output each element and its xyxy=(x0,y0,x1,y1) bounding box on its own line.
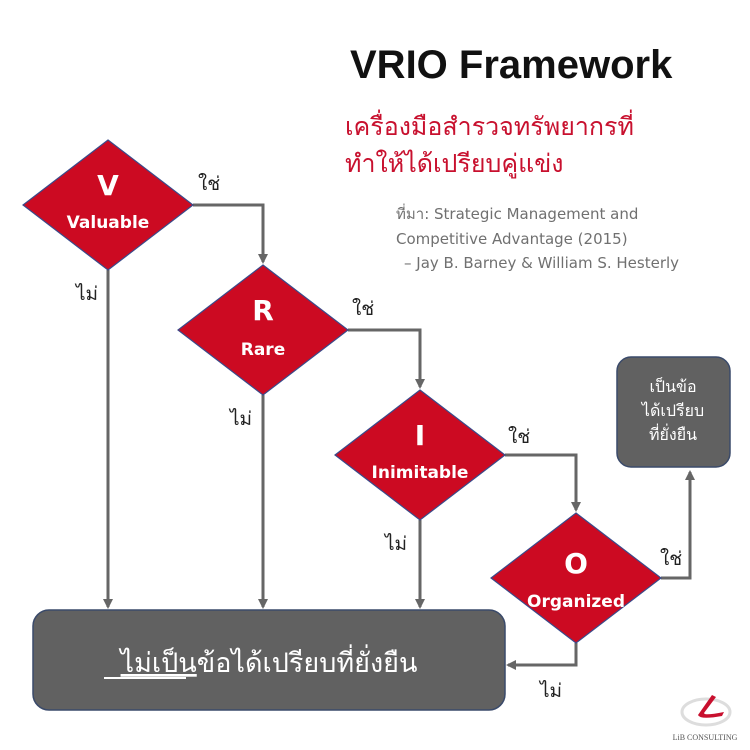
result-sustainable-advantage: เป็นข้อ ได้เปรียบ ที่ยั่งยืน xyxy=(616,356,731,468)
diamond-rare: R Rare xyxy=(177,264,349,396)
source-line-2: Competitive Advantage (2015) xyxy=(396,230,628,248)
diamond-label: Organized xyxy=(527,592,625,612)
yes-label: ใช่ xyxy=(198,173,220,195)
diamond-label: Valuable xyxy=(67,213,150,233)
diamond-organized: O Organized xyxy=(490,512,662,644)
result-no-sustainable-advantage: ไม่เป็นข้อได้เปรียบที่ยั่งยืน xyxy=(32,609,506,711)
underlined-text: ไม่เป็น xyxy=(119,645,197,679)
source-line-3: – Jay B. Barney & William S. Hesterly xyxy=(404,254,679,272)
subtitle-line-1: เครื่องมือสำรวจทรัพยากรที่ xyxy=(345,109,634,141)
svg-text:ได้เปรียบ: ได้เปรียบ xyxy=(640,401,704,420)
diamond-letter: I xyxy=(415,419,425,452)
result-text: ข้อได้เปรียบที่ยั่งยืน xyxy=(197,644,418,679)
no-label: ไม่ xyxy=(228,408,252,430)
no-label: ไม่ xyxy=(538,680,562,702)
svg-text:ไม่เป็นข้อได้เปรียบที่ยั่งยืน: ไม่เป็นข้อได้เปรียบที่ยั่งยืน xyxy=(119,644,418,679)
diamond-valuable: V Valuable xyxy=(22,139,194,271)
lib-consulting-logo: LiB CONSULTING xyxy=(673,695,738,742)
yes-label: ใช่ xyxy=(508,426,530,448)
source-line-1: ที่มา: Strategic Management and xyxy=(396,203,638,223)
diamond-letter: O xyxy=(564,547,588,580)
subtitle-line-2: ทำให้ได้เปรียบคู่แข่ง xyxy=(345,149,564,179)
no-label: ไม่ xyxy=(74,283,98,305)
logo-text: LiB CONSULTING xyxy=(673,733,738,742)
title: VRIO Framework xyxy=(350,43,673,87)
diamond-label: Inimitable xyxy=(372,463,469,483)
connectors xyxy=(103,203,695,670)
diamond-label: Rare xyxy=(241,340,285,360)
diamond-inimitable: I Inimitable xyxy=(334,389,506,521)
svg-text:เป็นข้อ: เป็นข้อ xyxy=(649,376,696,396)
yes-label: ใช่ xyxy=(660,548,682,570)
yes-label: ใช่ xyxy=(352,298,374,320)
no-label: ไม่ xyxy=(383,533,407,555)
svg-text:ที่ยั่งยืน: ที่ยั่งยืน xyxy=(649,423,697,444)
diamond-letter: V xyxy=(97,169,119,202)
diamond-letter: R xyxy=(252,294,274,327)
